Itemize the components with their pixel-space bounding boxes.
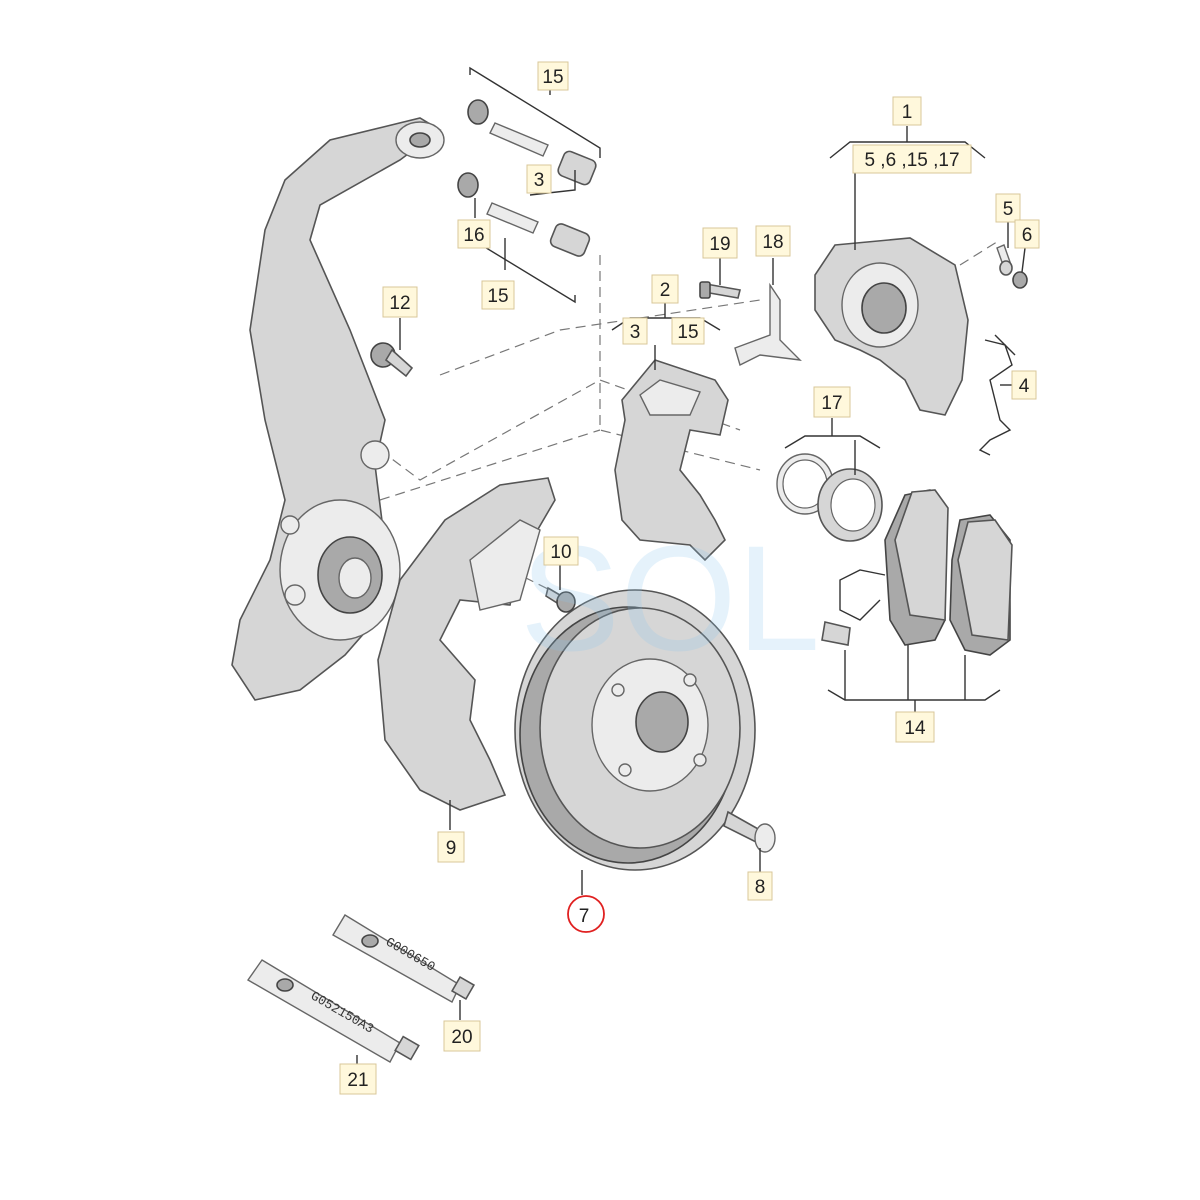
svg-text:5: 5	[1003, 199, 1014, 220]
svg-text:3: 3	[630, 322, 641, 343]
steering-knuckle	[231, 117, 445, 701]
svg-text:5 ,6 ,15 ,17: 5 ,6 ,15 ,17	[864, 150, 959, 171]
disc-screw	[723, 810, 776, 853]
piston-seal-ring	[776, 453, 883, 542]
callout-1: 1	[892, 96, 922, 126]
callout-2-sub-3: 3	[622, 317, 648, 345]
svg-text:6: 6	[1022, 225, 1033, 246]
svg-text:21: 21	[347, 1070, 368, 1091]
callout-18: 18	[755, 225, 791, 257]
svg-text:4: 4	[1019, 376, 1030, 397]
svg-text:14: 14	[904, 718, 926, 739]
brake-pads	[821, 489, 1013, 656]
svg-text:10: 10	[550, 542, 571, 563]
svg-text:17: 17	[821, 393, 842, 414]
callout-15-lower: 15	[481, 280, 515, 310]
svg-text:2: 2	[660, 280, 671, 301]
callout-5: 5	[995, 193, 1021, 223]
svg-text:7: 7	[579, 906, 590, 927]
callout-15-top: 15	[537, 61, 569, 91]
svg-text:1: 1	[902, 102, 913, 123]
bleed-valve	[996, 244, 1028, 289]
callout-17: 17	[813, 386, 851, 418]
callout-9: 9	[437, 831, 465, 863]
grease-tube-21: G052150A3	[246, 959, 420, 1063]
highlight-circle	[567, 895, 605, 933]
svg-text:16: 16	[463, 225, 484, 246]
brake-disc	[514, 589, 756, 871]
callout-12: 12	[382, 286, 418, 318]
brake-caliper	[814, 237, 969, 416]
svg-text:8: 8	[755, 877, 766, 898]
svg-text:20: 20	[451, 1027, 472, 1048]
shield-bolt	[545, 586, 576, 613]
svg-text:15: 15	[677, 322, 698, 343]
callout-8: 8	[747, 871, 773, 901]
knuckle-bolt	[370, 342, 414, 378]
svg-text:15: 15	[487, 286, 508, 307]
callout-10: 10	[543, 536, 579, 566]
spring-clip	[978, 334, 1016, 456]
splash-shield	[377, 477, 556, 811]
svg-text:3: 3	[534, 170, 545, 191]
callout-4: 4	[1011, 370, 1037, 400]
svg-text:12: 12	[389, 293, 410, 314]
caliper-carrier	[614, 359, 729, 562]
callout-16: 16	[457, 219, 491, 249]
callout-19: 19	[702, 227, 738, 259]
callout-2: 2	[651, 274, 679, 304]
callout-21: 21	[339, 1063, 377, 1095]
callout-7-highlighted: 7	[567, 895, 605, 933]
callout-1-group: 5 ,6 ,15 ,17	[852, 144, 972, 174]
svg-text:18: 18	[762, 232, 783, 253]
callout-6: 6	[1014, 219, 1040, 249]
bracket-plate	[699, 281, 802, 367]
guide-pins	[457, 99, 597, 257]
svg-text:19: 19	[709, 234, 730, 255]
callout-20: 20	[443, 1020, 481, 1052]
svg-text:9: 9	[446, 838, 457, 859]
callout-2-sub-15: 15	[671, 317, 705, 345]
callout-3: 3	[526, 164, 552, 194]
svg-text:15: 15	[542, 67, 563, 88]
callout-14: 14	[895, 711, 935, 743]
grease-tube-20: G000650	[332, 914, 476, 1003]
